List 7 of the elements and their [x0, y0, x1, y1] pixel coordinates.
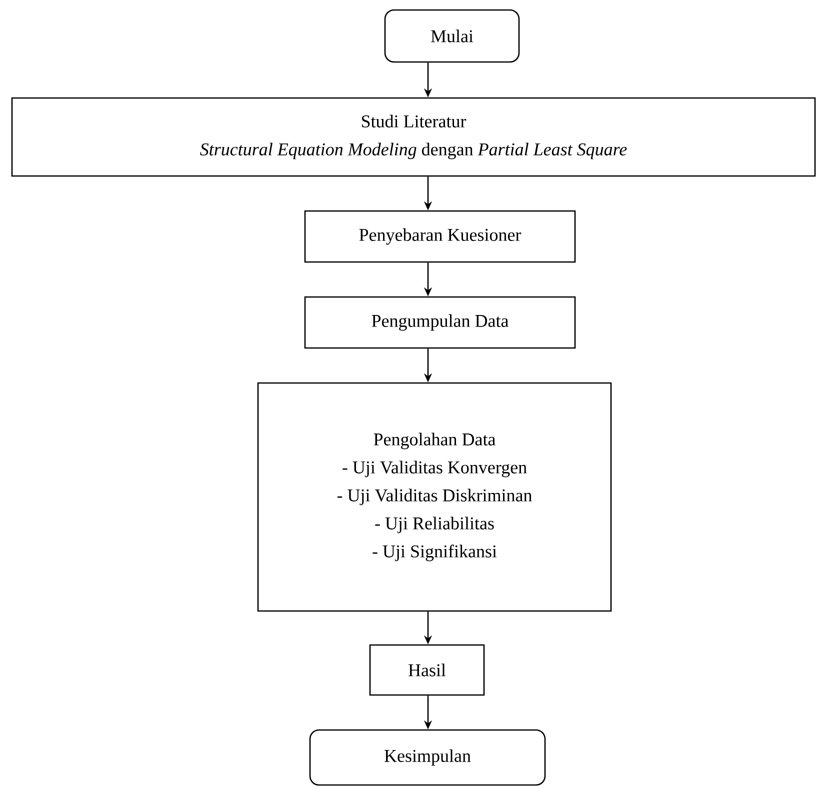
process-box: Hasil [369, 644, 485, 696]
terminal-box: Mulai [384, 9, 520, 63]
process-box: Pengumpulan Data [304, 296, 576, 349]
terminal-box: Kesimpulan [309, 729, 546, 786]
process-box: Pengolahan Data - Uji Validitas Konvergen - Uji Validitas Diskriminan - Uji Reliabilitas - Uji Signifikansi [257, 382, 612, 612]
process-box: Studi Literatur Structural Equation Modeling dengan Partial Least Square [11, 97, 816, 177]
process-box: Penyebaran Kuesioner [304, 210, 576, 263]
